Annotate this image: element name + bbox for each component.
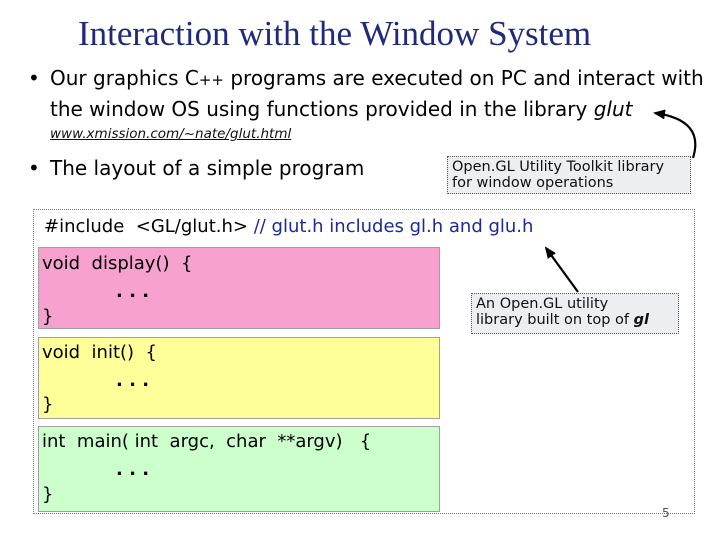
main-close: } [42,484,54,505]
glu-note-gl: gl [633,312,649,328]
glut-note: Open.GL Utility Toolkit library for wind… [447,156,691,194]
bullet-marker: • [28,66,40,90]
main-function-box [38,426,440,512]
slide-title: Interaction with the Window System [78,14,592,53]
bullet-1-text-c: the window OS using functions provided i… [50,97,594,121]
bullet-1-glut: glut [593,97,633,121]
main-dots: . . . [116,459,150,480]
init-close: } [42,394,54,415]
bullet-1-text-b: programs are executed on PC and interact… [223,66,704,90]
bullet-1-line-1: Our graphics C++ programs are executed o… [50,66,704,90]
display-open: void display() { [42,253,193,274]
bullet-1-line-2: the window OS using functions provided i… [50,97,632,121]
init-function-box [38,337,440,419]
glut-arrow [653,109,697,159]
bullet-2-text: The layout of a simple program [50,156,365,180]
main-open: int main( int argc, char **argv) { [42,431,372,452]
include-comment: // glut.h includes gl.h and glu.h [253,216,534,237]
display-function-box [38,247,440,329]
init-open: void init() { [42,342,157,363]
init-dots: . . . [116,370,150,391]
page-number: 5 [662,506,670,520]
glu-note-text: library built on top of [476,312,634,328]
glut-link[interactable]: www.xmission.com/~nate/glut.html [50,126,292,142]
display-close: } [42,306,54,327]
bullet-1-text-a: Our graphics C [50,66,199,90]
bullet-marker: • [28,156,40,180]
glut-note-line-1: Open.GL Utility Toolkit library [452,159,665,175]
glut-note-line-2: for window operations [452,175,614,191]
display-dots: . . . [116,281,150,302]
glu-note-line-1: An Open.GL utility [476,296,609,312]
glu-note: An Open.GL utility library built on top … [471,293,679,334]
bullet-1-plusplus: ++ [198,71,224,89]
glu-arrow [544,246,579,293]
include-line: #include <GL/glut.h> // glut.h includes … [44,216,533,237]
glu-note-line-2: library built on top of gl [476,312,674,328]
include-directive: #include <GL/glut.h> [44,216,248,237]
code-frame [33,209,695,514]
